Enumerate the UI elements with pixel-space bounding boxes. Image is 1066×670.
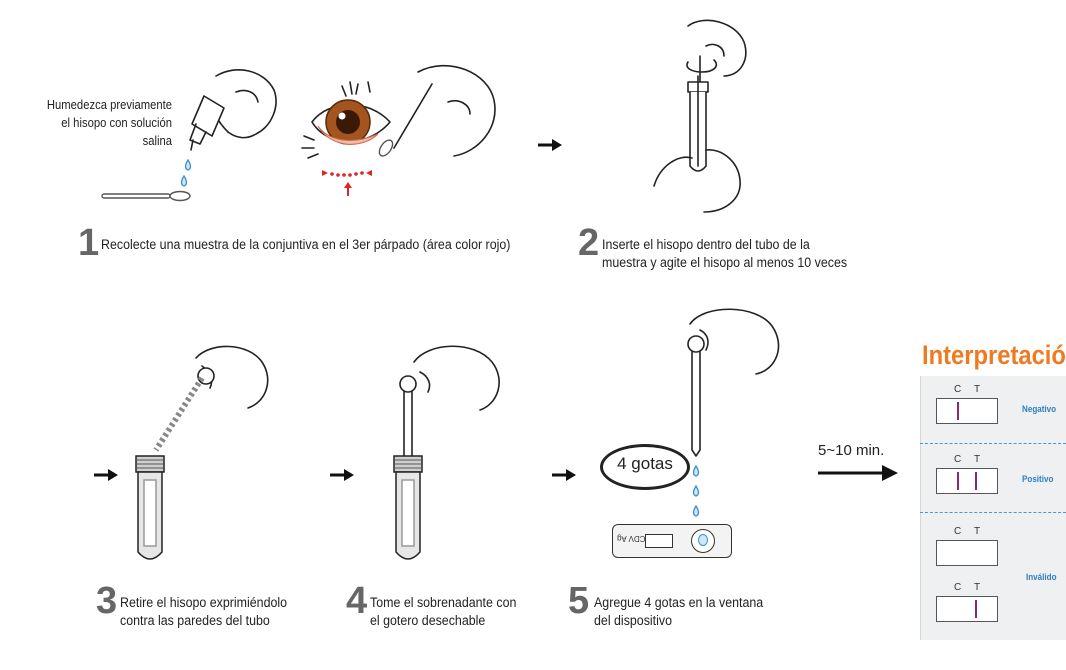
arrow-right-icon — [330, 469, 354, 481]
result-card-invalid-empty — [936, 540, 998, 566]
drops-label: 4 gotas — [617, 454, 673, 473]
step-3-number: 3 — [96, 580, 118, 622]
saline-bottle-hand-illustration — [101, 69, 277, 202]
wait-time-label: 5~10 min. — [818, 442, 885, 459]
test-line — [975, 600, 977, 618]
step-4-text: Tome el sobrenadante con el gotero desec… — [370, 595, 517, 628]
t-label: T — [974, 582, 981, 593]
c-label: C — [954, 526, 962, 537]
result-card-negative — [936, 398, 998, 424]
step-4-number: 4 — [346, 580, 368, 622]
device-sample-drop — [698, 534, 708, 546]
drops-badge — [600, 444, 690, 490]
eye-swab-illustration — [301, 64, 496, 196]
interpretation-title: Interpretación — [922, 340, 1066, 370]
long-arrow-right-icon — [818, 465, 898, 481]
control-line — [957, 402, 959, 420]
result-invalid-label: Inválido — [1026, 572, 1057, 583]
device-result-window — [645, 534, 673, 548]
control-line — [957, 472, 959, 490]
c-label: C — [954, 384, 962, 395]
step-5-number: 5 — [568, 580, 590, 622]
result-negative-label: Negativo — [1022, 404, 1057, 415]
c-label: C — [954, 454, 962, 465]
t-label: T — [974, 526, 981, 537]
device-label: CDV Ag — [617, 534, 646, 543]
pre-step-note: Humedezca previamente el hisopo con solu… — [46, 98, 172, 148]
result-card-positive — [936, 468, 998, 494]
t-label: T — [974, 384, 981, 395]
arrow-right-icon — [538, 139, 562, 151]
test-line — [975, 472, 977, 490]
divider — [920, 512, 1066, 513]
step-2-number: 2 — [578, 222, 600, 264]
step-5-text: Agregue 4 gotas en la ventana del dispos… — [594, 595, 764, 628]
tube-shake-illustration — [653, 19, 747, 213]
arrow-right-icon — [552, 469, 576, 481]
step-1-number: 1 — [78, 222, 100, 264]
step-1-text: Recolecte una muestra de la conjuntiva e… — [101, 237, 511, 252]
t-label: T — [974, 454, 981, 465]
result-card-invalid-test-only — [936, 596, 998, 622]
dropper-insert-illustration — [393, 345, 500, 560]
dropper-hand-illustration — [687, 308, 780, 517]
arrow-right-icon — [94, 469, 118, 481]
step-2-text: Inserte el hisopo dentro del tubo de la … — [602, 237, 848, 270]
step-3-text: Retire el hisopo exprimiéndolo contra la… — [120, 595, 288, 628]
divider — [920, 443, 1066, 444]
result-positive-label: Positivo — [1022, 474, 1054, 485]
swab-removal-illustration — [135, 345, 269, 560]
test-device: CDV Ag — [612, 524, 732, 558]
c-label: C — [954, 582, 962, 593]
